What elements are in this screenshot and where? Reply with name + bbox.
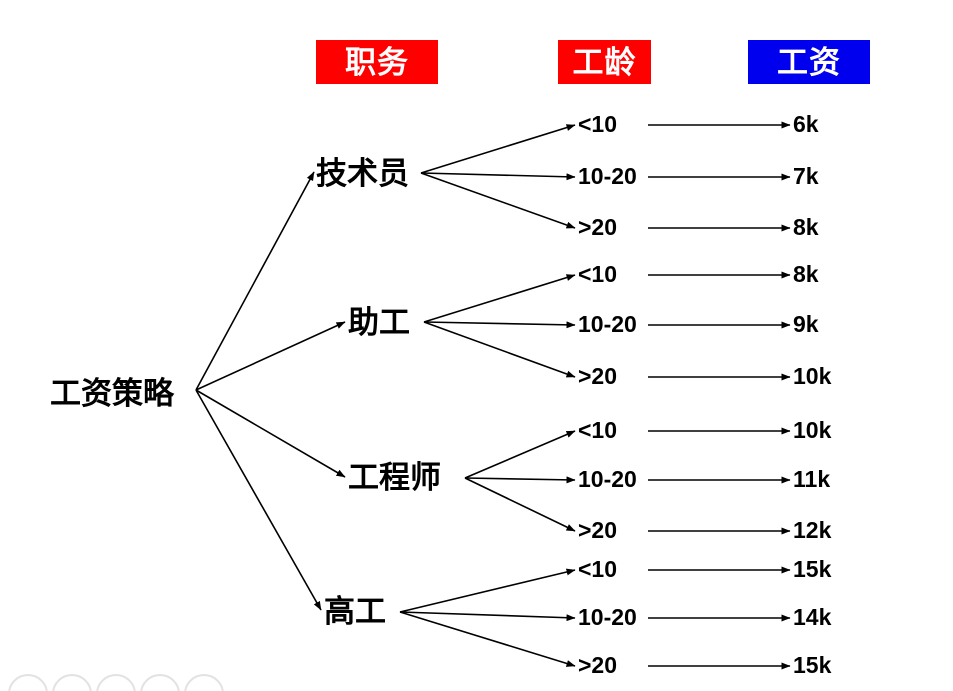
salary-label: 15k: [793, 652, 832, 678]
job-to-seniority-edge: [420, 124, 576, 174]
leaf-connector-edges: [648, 121, 791, 670]
job-to-seniority-edge: [423, 274, 576, 323]
salary-label: 8k: [793, 261, 819, 287]
job-title-node-3: 工程师: [348, 460, 441, 495]
seniority-label: 10-20: [578, 163, 637, 189]
job-to-seniority-edge: [464, 476, 576, 484]
salary-label: 6k: [793, 111, 819, 137]
salary-label: 14k: [793, 604, 832, 630]
salary-label: 9k: [793, 311, 819, 337]
job-to-seniority-edge: [399, 611, 576, 622]
root-to-job-edge-3: [195, 389, 346, 478]
seniority-label: <10: [578, 111, 618, 137]
seniority-label: 10-20: [578, 466, 637, 492]
seniority-label: <10: [578, 261, 618, 287]
job-to-seniority-edge: [399, 611, 576, 667]
root-node-label: 工资策略: [50, 376, 174, 411]
salary-label: 15k: [793, 556, 832, 582]
salary-label: 12k: [793, 517, 832, 543]
job-title-node-4: 高工: [324, 594, 386, 629]
root-edges: [195, 171, 346, 611]
seniority-label: 10-20: [578, 311, 637, 337]
seniority-label: >20: [578, 363, 618, 389]
job-to-seniority-edge: [423, 321, 576, 329]
column-header-3: 工资: [748, 40, 870, 84]
job-to-seniority-edge: [464, 477, 576, 532]
job-to-seniority-edge: [423, 321, 576, 378]
root-to-job-edge-4: [195, 389, 322, 611]
seniority-label: 10-20: [578, 604, 637, 630]
column-header-2: 工龄: [558, 40, 651, 84]
job-title-node-2: 助工: [348, 305, 410, 340]
job-title-node-1: 技术员: [316, 156, 409, 191]
column-header-1: 职务: [316, 40, 438, 84]
job-to-seniority-edge: [399, 568, 576, 613]
salary-label: 7k: [793, 163, 819, 189]
job-to-seniority-edge: [420, 172, 576, 229]
salary-label: 11k: [793, 466, 831, 492]
seniority-label: >20: [578, 652, 618, 678]
salary-label: 10k: [793, 363, 832, 389]
job-to-seniority-edge: [464, 430, 576, 479]
root-to-job-edge-2: [195, 321, 346, 391]
salary-label: 8k: [793, 214, 819, 240]
job-to-seniority-edge: [420, 172, 576, 181]
seniority-label: <10: [578, 556, 618, 582]
seniority-label: >20: [578, 214, 618, 240]
seniority-label: >20: [578, 517, 618, 543]
salary-label: 10k: [793, 417, 832, 443]
root-to-job-edge-1: [195, 171, 315, 391]
seniority-label: <10: [578, 417, 618, 443]
branch-edges: [399, 124, 576, 667]
